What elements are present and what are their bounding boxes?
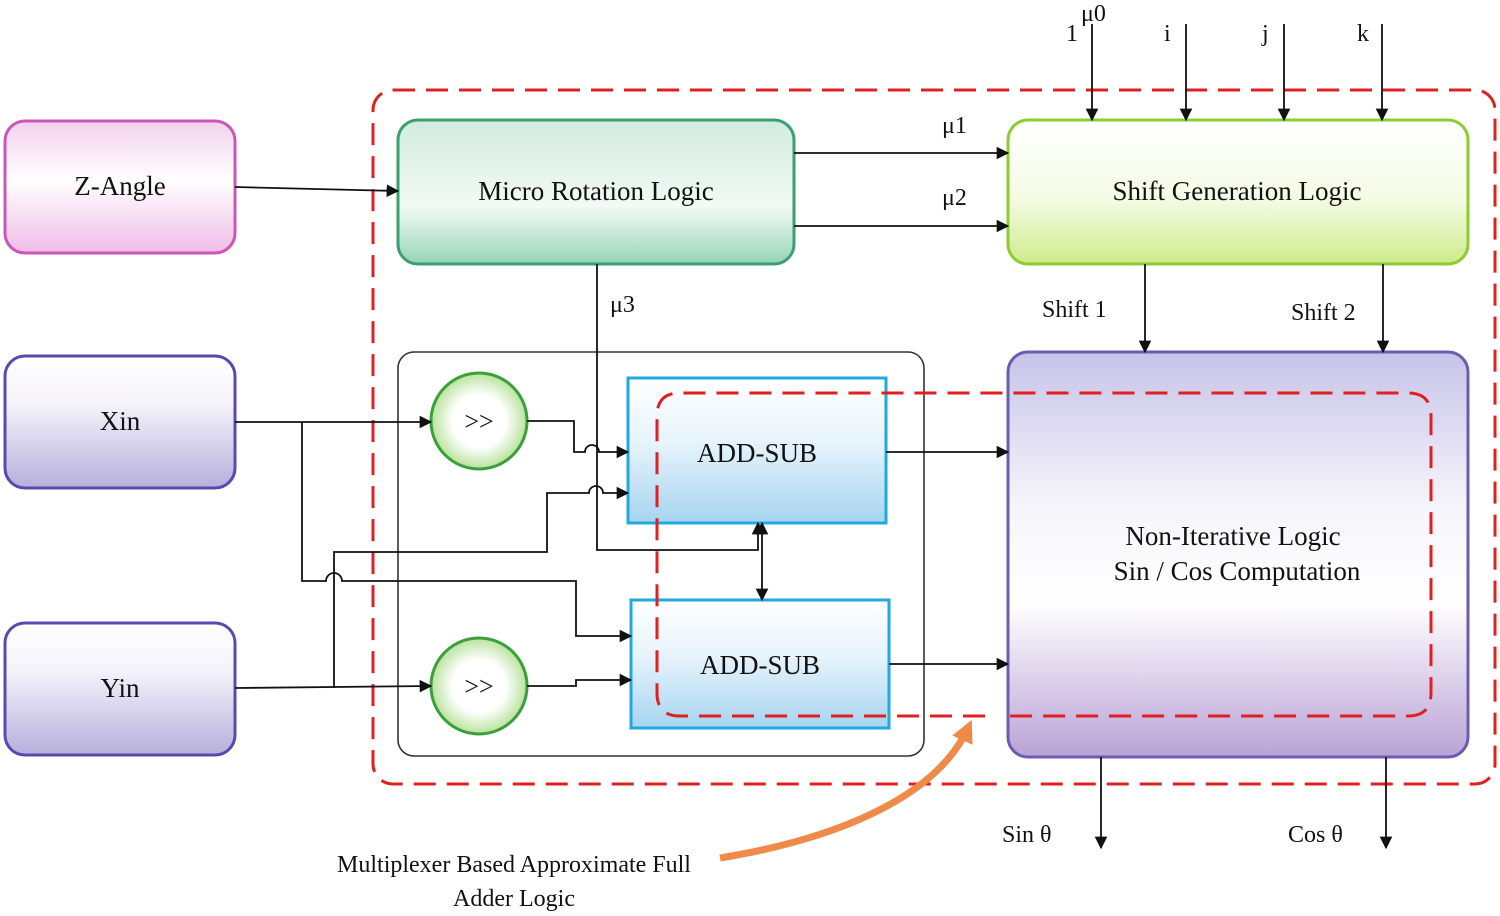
cos-output-label: Cos θ [1288, 822, 1343, 848]
shift1-label: Shift 1 [1042, 297, 1107, 323]
shifter-bottom: >> [429, 636, 529, 736]
wires [234, 24, 1393, 850]
annotation-line1: Multiplexer Based Approximate Full [337, 852, 691, 878]
input-j-label: j [1261, 21, 1269, 47]
input-1-label: 1 [1066, 21, 1078, 47]
input-i-label: i [1164, 21, 1171, 47]
xin-block: Xin [3, 354, 237, 490]
shifter-bottom-label: >> [464, 672, 493, 701]
sin-output-label: Sin θ [1002, 822, 1052, 848]
mu0-label: μ0 [1081, 1, 1106, 27]
mu2-label: μ2 [942, 185, 967, 211]
outer-boundary [371, 88, 1497, 786]
yin-block: Yin [3, 621, 237, 757]
add-sub-top-label: ADD-SUB [697, 438, 817, 468]
sin-cos-computation-label: Sin / Cos Computation [1114, 556, 1361, 586]
shift2-label: Shift 2 [1291, 300, 1356, 326]
z-angle-label: Z-Angle [74, 171, 165, 201]
annotation-line2: Adder Logic [453, 886, 575, 912]
shift-generation-logic-block: Shift Generation Logic [1006, 118, 1470, 266]
input-k-label: k [1357, 21, 1369, 47]
xin-label: Xin [100, 406, 141, 436]
non-iterative-logic-label: Non-Iterative Logic [1125, 521, 1340, 551]
non-iterative-logic-block: Non-Iterative Logic Sin / Cos Computatio… [1006, 350, 1470, 759]
micro-rotation-logic-label: Micro Rotation Logic [478, 176, 713, 206]
add-sub-bottom-block: ADD-SUB [629, 598, 891, 730]
z-angle-block: Z-Angle [3, 119, 237, 255]
datapath-container [397, 351, 925, 757]
mu1-label: μ1 [942, 113, 967, 139]
add-sub-bottom-label: ADD-SUB [700, 650, 820, 680]
add-sub-top-block: ADD-SUB [626, 376, 888, 525]
yin-label: Yin [100, 673, 140, 703]
shift-generation-logic-label: Shift Generation Logic [1113, 176, 1362, 206]
mu3-label: μ3 [610, 292, 635, 318]
shifter-top-label: >> [464, 407, 493, 436]
shifter-top: >> [429, 371, 529, 471]
micro-rotation-logic-block: Micro Rotation Logic [396, 118, 796, 266]
annotation-arrow [719, 719, 973, 862]
